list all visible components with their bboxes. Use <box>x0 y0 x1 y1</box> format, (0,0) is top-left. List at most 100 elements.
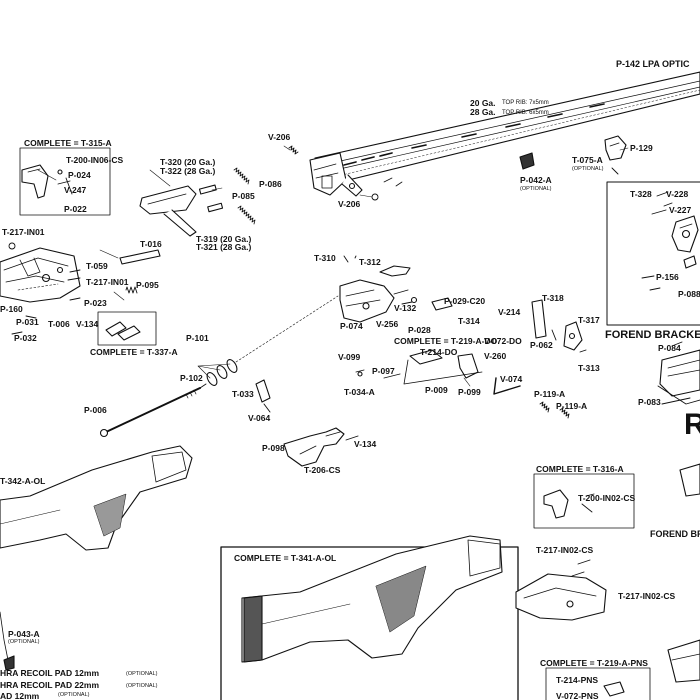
label-p084: P-084 <box>658 343 681 353</box>
label-v206b: V-206 <box>338 199 361 209</box>
label-t206cs: T-206-CS <box>304 465 341 475</box>
barrel-label: P-142 LPA OPTIC <box>616 59 690 69</box>
label-t075a-opt: (OPTIONAL) <box>572 166 604 172</box>
label-pad12b: AD 12mm <box>0 691 40 700</box>
label-t016: T-016 <box>140 239 162 249</box>
label-t320: T-320 (20 Ga.) <box>160 157 216 167</box>
label-p029c20: P-029-C20 <box>444 296 486 306</box>
label-pad22: HRA RECOIL PAD 22mm <box>0 680 100 690</box>
label-t310: T-310 <box>314 253 336 263</box>
label-t200in02cs: T-200-IN02-CS <box>578 493 636 503</box>
label-t319: T-319 (20 Ga.) <box>196 234 252 244</box>
label-p156: P-156 <box>656 272 679 282</box>
label-v074: V-074 <box>500 374 523 384</box>
label-t312: T-312 <box>359 257 381 267</box>
label-p031: P-031 <box>16 317 39 327</box>
label-p042a: P-042-A <box>520 175 552 185</box>
label-complete-t219apns: COMPLETE = T-219-A-PNS <box>540 658 648 668</box>
label-complete-t337a: COMPLETE = T-337-A <box>90 347 178 357</box>
label-t317: T-317 <box>578 315 600 325</box>
label-p099: P-099 <box>458 387 481 397</box>
label-t313: T-313 <box>578 363 600 373</box>
label-p032: P-032 <box>14 333 37 343</box>
label-v072pns: V-072-PNS <box>556 691 599 700</box>
t214do-part <box>355 349 521 395</box>
label-complete-t341aol: COMPLETE = T-341-A-OL <box>234 553 337 563</box>
label-p062: P-062 <box>530 340 553 350</box>
label-p006: P-006 <box>84 405 107 415</box>
label-p101: P-101 <box>186 333 209 343</box>
forend-bracket-box <box>606 181 700 326</box>
label-v064: V-064 <box>248 413 271 423</box>
t016-pin <box>119 249 161 265</box>
t219apns-box <box>545 667 651 700</box>
label-p086: P-086 <box>259 179 282 189</box>
label-v132: V-132 <box>394 303 417 313</box>
washers <box>199 295 339 389</box>
sear-parts <box>531 299 587 353</box>
label-t200in06cs: T-200-IN06-CS <box>66 155 124 165</box>
label-t006: T-006 <box>48 319 70 329</box>
p042a-part <box>519 152 535 170</box>
label-p023: P-023 <box>84 298 107 308</box>
label-p009: P-009 <box>425 385 448 395</box>
t316a-box <box>533 473 635 529</box>
label-p129: P-129 <box>630 143 653 153</box>
ga20-label: 20 Ga. <box>470 98 496 108</box>
stock-t342 <box>0 445 193 551</box>
label-t217in02cs-b: T-217-IN02-CS <box>618 591 676 601</box>
label-p083: P-083 <box>638 397 661 407</box>
label-p022: P-022 <box>64 204 87 214</box>
label-big-letter: R <box>684 408 700 441</box>
t033-part <box>255 379 271 413</box>
p043a-part <box>0 611 15 671</box>
label-v256: V-256 <box>376 319 399 329</box>
label-p074: P-074 <box>340 321 363 331</box>
right-stock-part <box>667 463 700 683</box>
t337a-box <box>97 311 157 346</box>
stock-bolt <box>99 387 201 438</box>
label-t214pns: T-214-PNS <box>556 675 599 685</box>
receiver-pins <box>8 242 138 335</box>
label-p098: P-098 <box>262 443 285 453</box>
t315a-box <box>19 147 111 216</box>
label-pad22-opt: (OPTIONAL) <box>126 683 158 689</box>
receiver-in02 <box>515 559 607 621</box>
label-p028: P-028 <box>408 325 431 335</box>
label-t034a: T-034-A <box>344 387 375 397</box>
rib28-label: TOP RIB: 6x5mm <box>502 110 549 116</box>
label-v247: V-247 <box>64 185 87 195</box>
label-t322: T-322 (28 Ga.) <box>160 166 216 176</box>
label-complete-t219ado: COMPLETE = T-219-A-DO <box>394 336 498 346</box>
label-pad12b-opt: (OPTIONAL) <box>58 692 90 698</box>
hammer-assembly <box>339 255 453 323</box>
label-t318: T-318 <box>542 293 564 303</box>
label-t217in01b: T-217-IN01 <box>86 277 129 287</box>
label-v134b: V-134 <box>354 439 377 449</box>
label-t328: T-328 <box>630 189 652 199</box>
label-t217in01a: T-217-IN01 <box>2 227 45 237</box>
label-p102: P-102 <box>180 373 203 383</box>
label-p043a-opt: (OPTIONAL) <box>8 639 40 645</box>
label-complete-t315a: COMPLETE = T-315-A <box>24 138 112 148</box>
label-v260: V-260 <box>484 351 507 361</box>
label-v214: V-214 <box>498 307 521 317</box>
label-p043a: P-043-A <box>8 629 40 639</box>
label-p160: P-160 <box>0 304 23 314</box>
label-forend-bracket: FOREND BRACKET <box>605 329 700 341</box>
label-v227: V-227 <box>669 205 692 215</box>
barrel-assembly <box>309 71 700 197</box>
label-v228: V-228 <box>666 189 689 199</box>
label-p097: P-097 <box>372 366 395 376</box>
t075a-part <box>604 135 627 175</box>
label-t214do: T-214-DO <box>420 347 458 357</box>
ga28-label: 28 Ga. <box>470 107 496 117</box>
leader-lines <box>37 145 629 387</box>
label-t033: T-033 <box>232 389 254 399</box>
label-pad12-opt: (OPTIONAL) <box>126 671 158 677</box>
label-p095: P-095 <box>136 280 159 290</box>
label-pad12: HRA RECOIL PAD 12mm <box>0 668 100 678</box>
label-t075a: T-075-A <box>572 155 603 165</box>
